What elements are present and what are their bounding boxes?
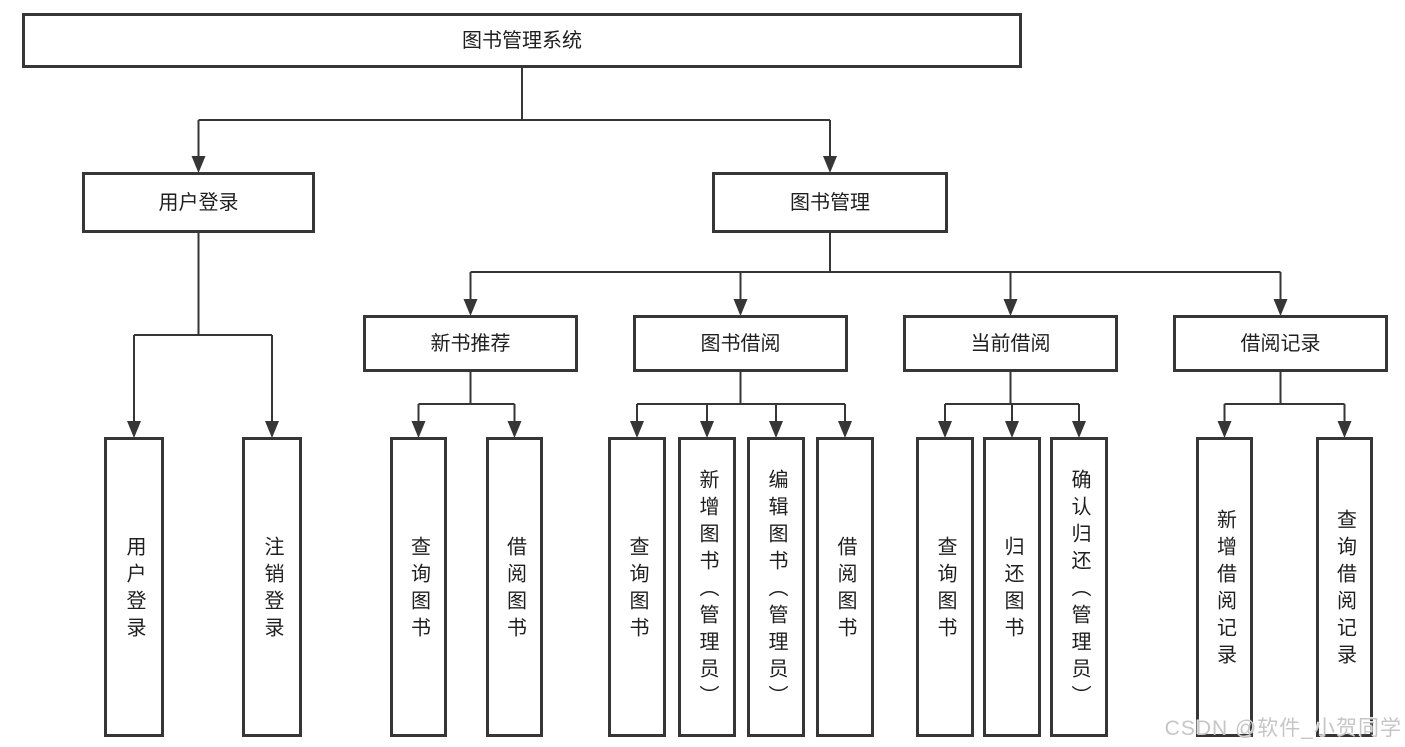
- arrowhead-icon: [1003, 299, 1018, 316]
- arrowhead-icon: [507, 421, 522, 438]
- arrowhead-icon: [463, 299, 478, 316]
- connector-lines: [133, 68, 1346, 423]
- arrowhead-icon: [630, 421, 644, 438]
- arrowhead-icon: [411, 421, 426, 438]
- node-user-login-branch: 用户登录: [82, 172, 315, 233]
- node-query-borrow-record: 查询借阅记录: [1316, 437, 1373, 737]
- node-current-borrowing: 当前借阅: [903, 315, 1118, 372]
- node-user-login: 用户登录: [104, 437, 164, 737]
- arrowhead-icon: [838, 421, 852, 438]
- arrowhead-icon: [1005, 421, 1019, 438]
- arrowhead-icon: [127, 421, 141, 438]
- arrowhead-icon: [769, 421, 783, 438]
- node-query-books-3: 查询图书: [916, 437, 974, 737]
- arrowheads: [127, 156, 1352, 438]
- node-add-books-admin: 新增图书（管理员）: [678, 437, 736, 737]
- arrowhead-icon: [1072, 421, 1086, 438]
- csdn-watermark: CSDN @软件_小贺同学: [1164, 717, 1402, 740]
- node-add-borrow-record: 新增借阅记录: [1196, 437, 1253, 737]
- arrowhead-icon: [265, 421, 279, 438]
- node-library-system: 图书管理系统: [22, 13, 1022, 68]
- node-confirm-return-admin: 确认归还（管理员）: [1050, 437, 1108, 737]
- node-query-books-2: 查询图书: [608, 437, 666, 737]
- arrowhead-icon: [1337, 421, 1352, 438]
- arrowhead-icon: [823, 156, 837, 173]
- node-book-management: 图书管理: [712, 172, 948, 233]
- arrowhead-icon: [1273, 299, 1288, 316]
- node-borrow-books-1: 借阅图书: [486, 437, 543, 737]
- arrowhead-icon: [700, 421, 714, 438]
- arrowhead-icon: [191, 156, 206, 173]
- node-query-books-1: 查询图书: [390, 437, 447, 737]
- arrowhead-icon: [1217, 421, 1232, 438]
- node-borrowing-records: 借阅记录: [1173, 315, 1388, 372]
- arrowhead-icon: [733, 299, 748, 316]
- node-return-books: 归还图书: [983, 437, 1041, 737]
- node-borrow-books-2: 借阅图书: [816, 437, 874, 737]
- arrowhead-icon: [938, 421, 952, 438]
- node-logout: 注销登录: [242, 437, 302, 737]
- node-new-book-recommend: 新书推荐: [363, 315, 578, 372]
- node-edit-books-admin: 编辑图书（管理员）: [747, 437, 805, 737]
- node-book-borrowing: 图书借阅: [633, 315, 848, 372]
